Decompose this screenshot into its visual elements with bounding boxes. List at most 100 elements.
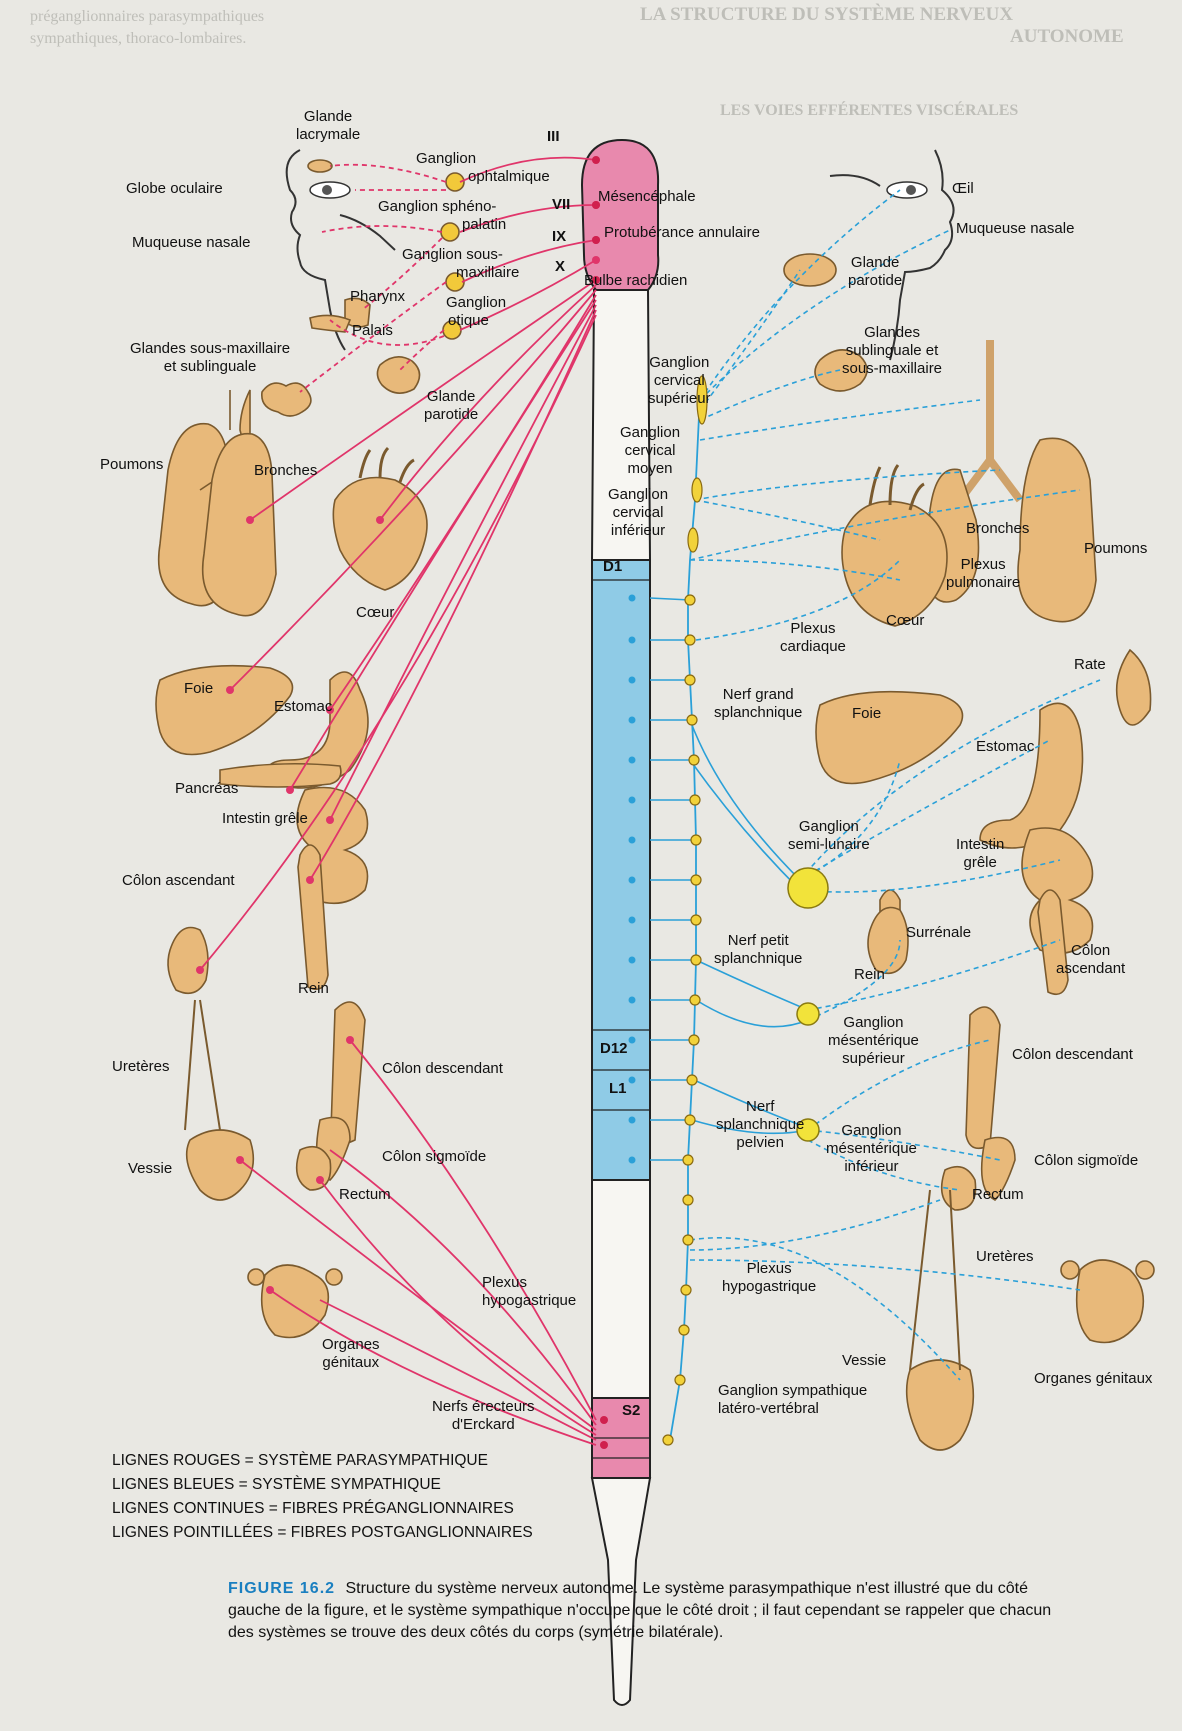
label-estomac: Estomac <box>274 698 332 716</box>
level-label: IX <box>552 228 566 246</box>
figure-caption: FIGURE 16.2 Structure du système nerveux… <box>228 1578 1078 1644</box>
label-vessie: Vessie <box>128 1160 172 1178</box>
label-foie-right: Foie <box>852 705 881 723</box>
label-rein-right: Rein <box>854 966 885 984</box>
label-ganglion-sousmaxillaire: Ganglion sous-maxillaire <box>402 246 519 282</box>
ganglion-semi-lunaire-node <box>788 868 828 908</box>
label-glandes-sousmaxillaire: Glandes sous-maxillaireet sublinguale <box>130 340 290 376</box>
bronches-right <box>960 340 1020 500</box>
foie-left <box>156 666 293 755</box>
label-ganglion-sphenopalatin: Ganglion sphéno-palatin <box>378 198 506 234</box>
vessie-right <box>907 1360 974 1450</box>
poumons-right <box>1018 438 1096 621</box>
organes-genitaux-right <box>1077 1260 1144 1343</box>
label-ganglion-otique: Ganglionotique <box>446 294 506 330</box>
organes-genitaux-left <box>262 1265 329 1338</box>
segment-label: L1 <box>609 1080 627 1098</box>
level-label: X <box>555 258 565 276</box>
label-oeil: Œil <box>952 180 974 198</box>
vessie-left <box>187 1130 254 1200</box>
legend-red: LIGNES ROUGES = SYSTÈME PARASYMPATHIQUE <box>112 1452 488 1470</box>
label-surrenale: Surrénale <box>906 924 971 942</box>
sympathetic-ganglia <box>663 376 707 1445</box>
estomac-right <box>980 703 1083 848</box>
label-bronches-right: Bronches <box>966 520 1029 538</box>
bulbe-label: Bulbe rachidien <box>584 272 687 290</box>
label-pharynx: Pharynx <box>350 288 405 306</box>
protuberance-label: Protubérance annulaire <box>604 224 760 242</box>
label-rate: Rate <box>1074 656 1106 674</box>
label-rectum-right: Rectum <box>972 1186 1024 1204</box>
label-coeur: Cœur <box>356 604 394 622</box>
glande-parotide-left <box>377 357 419 393</box>
label-colon-sigmoide-right: Côlon sigmoïde <box>1034 1152 1138 1170</box>
rate-right <box>1117 650 1151 725</box>
label-vessie-right: Vessie <box>842 1352 886 1370</box>
sympathetic-cord-dots <box>629 595 636 1164</box>
label-intestin-grele: Intestin grêle <box>222 810 308 828</box>
rein-right <box>868 908 908 974</box>
label-foie: Foie <box>184 680 213 698</box>
legend-dotted: LIGNES POINTILLÉES = FIBRES POSTGANGLION… <box>112 1524 533 1542</box>
label-rectum: Rectum <box>339 1186 391 1204</box>
level-label: VII <box>552 196 570 214</box>
label-ureteres-right: Uretères <box>976 1248 1034 1266</box>
label-organes-genitaux-right: Organes génitaux <box>1034 1370 1152 1388</box>
label-colon-descendant-right: Côlon descendant <box>1012 1046 1133 1064</box>
segment-label: D12 <box>600 1040 628 1058</box>
label-glande-lacrymale: Glandelacrymale <box>296 108 360 144</box>
label-colon-descendant: Côlon descendant <box>382 1060 503 1078</box>
label-plexus-hypogastrique: Plexushypogastrique <box>482 1274 576 1310</box>
left-eye-icon <box>310 182 350 198</box>
label-poumons-right: Poumons <box>1084 540 1147 558</box>
label-glande-parotide: Glandeparotide <box>424 388 478 424</box>
label-globe-oculaire: Globe oculaire <box>126 180 223 198</box>
label-palais: Palais <box>352 322 393 340</box>
glande-lacrymale-left <box>308 160 332 172</box>
label-colon-ascendant: Côlon ascendant <box>122 872 235 890</box>
label-rein: Rein <box>298 980 329 998</box>
label-pancreas: Pancréas <box>175 780 238 798</box>
palais-shape <box>310 315 350 332</box>
label-bronches: Bronches <box>254 462 317 480</box>
rectum-left <box>297 1147 331 1190</box>
label-poumons: Poumons <box>100 456 163 474</box>
legend-blue: LIGNES BLEUES = SYSTÈME SYMPATHIQUE <box>112 1476 441 1494</box>
label-plexus-hypogastrique-right: Plexushypogastrique <box>722 1260 816 1296</box>
mesencephale-label: Mésencéphale <box>598 188 696 206</box>
sympathetic-fibers <box>650 598 808 1160</box>
level-label: III <box>547 128 560 146</box>
foie-right <box>816 692 963 784</box>
label-muqueuse-nasale-right: Muqueuse nasale <box>956 220 1074 238</box>
label-colon-sigmoide: Côlon sigmoïde <box>382 1148 486 1166</box>
legend-solid: LIGNES CONTINUES = FIBRES PRÉGANGLIONNAI… <box>112 1500 514 1518</box>
label-ganglion-cervical-moyen: Ganglioncervicalmoyen <box>620 424 680 478</box>
rein-left <box>168 928 208 994</box>
coeur-right <box>842 501 947 626</box>
figure-number: FIGURE 16.2 <box>228 1580 335 1597</box>
label-coeur-right: Cœur <box>886 612 924 630</box>
label-plexus-pulmonaire: Plexuspulmonaire <box>946 556 1020 592</box>
label-ureteres: Uretères <box>112 1058 170 1076</box>
segment-label: S2 <box>622 1402 640 1420</box>
caption-text: Structure du système nerveux autonome. L… <box>228 1580 1051 1641</box>
ganglion-mesenterique-sup-node <box>797 1003 819 1025</box>
